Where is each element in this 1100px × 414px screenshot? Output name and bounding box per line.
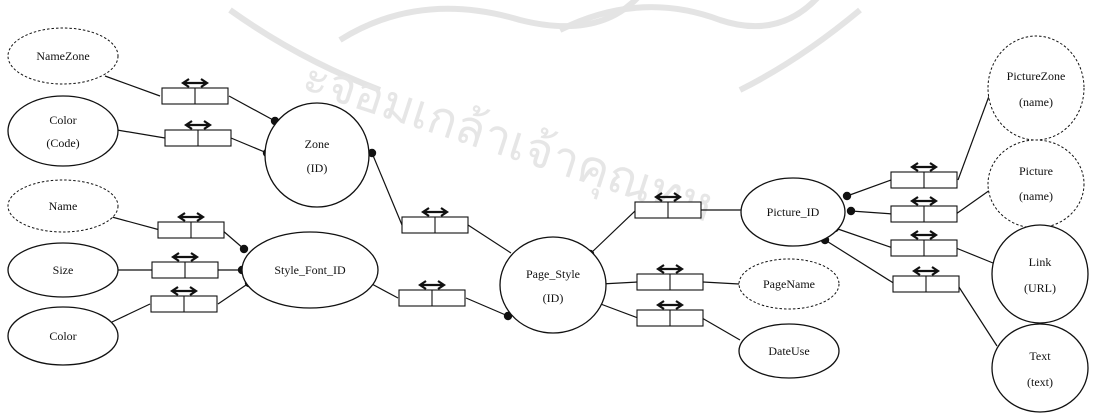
connector-line — [465, 297, 509, 317]
connection-dot — [239, 244, 249, 254]
attribute-label: PictureZone — [1007, 69, 1066, 83]
connector-line — [116, 129, 166, 139]
connector-line — [217, 282, 250, 305]
entity-page-style: Page_Style (ID) — [499, 236, 607, 334]
entity-label: Style_Font_ID — [274, 263, 346, 277]
entity-label: Page_Style — [526, 267, 580, 281]
attribute-link: Link (URL) — [991, 224, 1089, 324]
double-arrow-icon — [654, 192, 682, 202]
entity-label: Zone — [305, 137, 330, 151]
connector-line — [955, 189, 991, 215]
relationship-connector-namezone-zone — [161, 78, 280, 126]
connector-line — [369, 282, 399, 299]
connector-line — [701, 317, 741, 341]
relationship-connector-page_style-dateuse — [593, 298, 704, 327]
relationship-connector-color-style_font — [150, 278, 254, 313]
relationship-connector-picture-picture_name — [846, 196, 958, 223]
attribute-label: Name — [49, 199, 78, 213]
connector-line — [230, 137, 268, 154]
attribute-color-code: Color (Code) — [7, 95, 119, 167]
attribute-label: DateUse — [768, 344, 809, 358]
connection-dot — [367, 148, 377, 158]
relationship-connector-size-style_font — [151, 252, 247, 279]
double-arrow-icon — [910, 196, 938, 206]
relationship-connector-picture-picturezone — [842, 162, 958, 201]
relationship-connector-zone-page_style — [367, 148, 469, 234]
attribute-label: Color — [49, 113, 76, 127]
connector-line — [228, 95, 276, 122]
relationship-connector-picture-text — [820, 235, 960, 293]
attribute-label: Picture — [1019, 164, 1053, 178]
attribute-label: Link — [1029, 255, 1052, 269]
connection-dot — [842, 191, 852, 201]
attribute-label: (Code) — [46, 136, 79, 150]
watermark-seal — [228, 0, 862, 93]
double-arrow-icon — [171, 252, 199, 262]
double-arrow-icon — [418, 280, 446, 290]
attribute-picture-name: Picture (name) — [987, 139, 1085, 229]
connector-line — [702, 281, 740, 285]
connector-line — [111, 303, 151, 323]
connector-line — [371, 152, 403, 226]
attribute-color: Color — [7, 306, 119, 366]
attribute-label: Color — [49, 329, 76, 343]
attribute-namezone: NameZone — [7, 27, 119, 85]
entity-zone: Zone (ID) — [264, 102, 370, 208]
relationship-connector-page_style-pagename — [596, 264, 704, 291]
connector-line — [111, 216, 161, 231]
double-arrow-icon — [177, 212, 205, 222]
attribute-picturezone: PictureZone (name) — [987, 35, 1085, 141]
attribute-pagename: PageName — [738, 258, 840, 310]
double-arrow-icon — [181, 78, 209, 88]
attribute-size: Size — [7, 242, 119, 298]
attribute-dateuse: DateUse — [738, 323, 840, 379]
relationship-connector-color_code-zone — [164, 120, 272, 158]
attribute-label: (name) — [1019, 95, 1053, 109]
connector-line — [834, 227, 894, 249]
double-arrow-icon — [421, 207, 449, 217]
connector-line — [467, 224, 512, 254]
connector-line — [956, 283, 998, 347]
connector-line — [104, 75, 161, 97]
connector-line — [824, 239, 896, 285]
relationship-connector-name-style_font — [157, 212, 249, 254]
connector-layer — [150, 78, 960, 327]
entity-style-font: Style_Font_ID — [241, 231, 379, 309]
double-arrow-icon — [184, 120, 212, 130]
attribute-label: (name) — [1019, 189, 1053, 203]
connection-dot — [846, 206, 856, 216]
attribute-label: Text — [1029, 349, 1051, 363]
connector-line — [957, 87, 993, 181]
relationship-connector-style_font-page_style — [398, 280, 513, 321]
entity-label: (ID) — [543, 291, 564, 305]
connector-line — [850, 210, 894, 215]
double-arrow-icon — [910, 162, 938, 172]
attribute-label: (text) — [1027, 375, 1053, 389]
connector-line — [597, 302, 639, 319]
attribute-label: (URL) — [1024, 281, 1056, 295]
attribute-name: Name — [7, 179, 119, 233]
double-arrow-icon — [656, 300, 684, 310]
entity-label: (ID) — [307, 161, 328, 175]
connector-line — [589, 209, 637, 255]
attribute-label: NameZone — [36, 49, 89, 63]
entity-picture: Picture_ID — [740, 177, 846, 247]
attribute-label: Size — [53, 263, 74, 277]
connector-line — [846, 179, 892, 197]
entity-label: Picture_ID — [767, 205, 820, 219]
edge-layer — [104, 75, 998, 347]
connector-line — [600, 281, 639, 285]
double-arrow-icon — [912, 266, 940, 276]
double-arrow-icon — [910, 230, 938, 240]
double-arrow-icon — [170, 286, 198, 296]
connector-line — [221, 229, 245, 250]
double-arrow-icon — [656, 264, 684, 274]
attribute-label: PageName — [763, 277, 815, 291]
attribute-text: Text (text) — [991, 323, 1089, 413]
relationship-connector-picture-link — [830, 223, 958, 257]
connector-line — [955, 247, 994, 264]
